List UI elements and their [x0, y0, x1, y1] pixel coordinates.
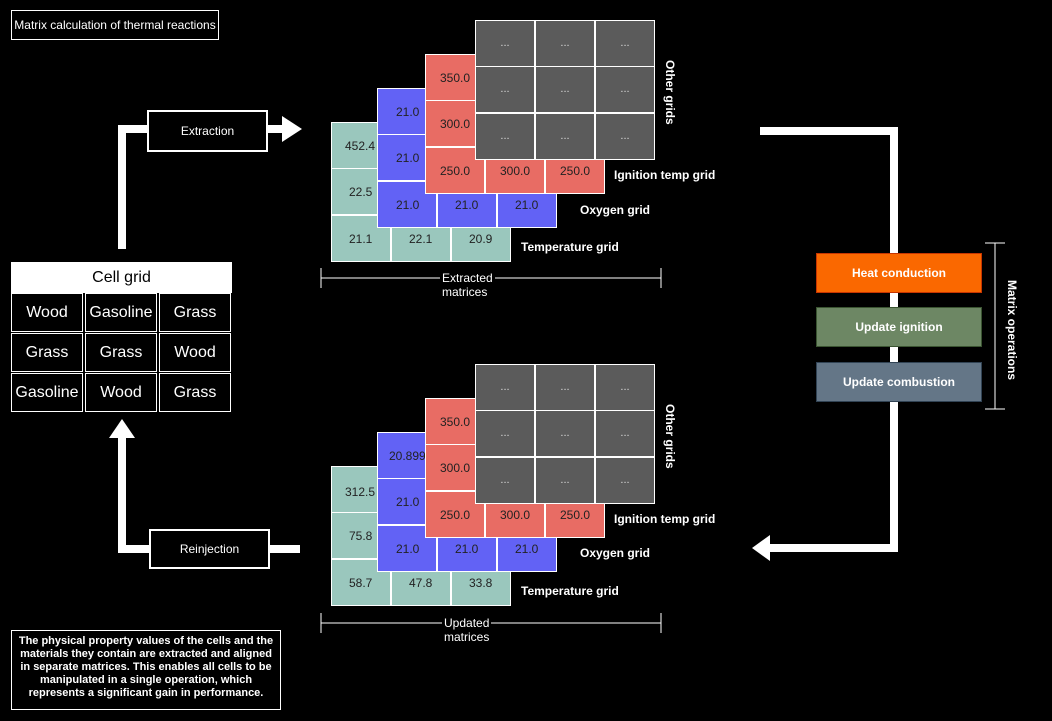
matrix-cell: ... [595, 457, 655, 504]
cell-grid-cell: Grass [159, 293, 231, 332]
oxygen-grid-label: Oxygen grid [580, 546, 651, 560]
cell-grid-cell: Grass [11, 333, 83, 372]
cell-grid-cell: Grass [85, 333, 157, 372]
updated-caption: Updated matrices [442, 616, 492, 644]
matrix-cell: ... [595, 20, 655, 67]
matrix-cell: ... [475, 410, 535, 457]
cell-grid-cell: Gasoline [11, 373, 83, 412]
performance-note: The physical property values of the cell… [11, 630, 281, 710]
extraction-arrowhead [282, 116, 302, 142]
reinjection-arrowhead [109, 419, 135, 438]
matrix-operations-label: Matrix operations [1005, 280, 1019, 381]
operations-arrowhead [752, 535, 770, 561]
other-grids-label: Other grids [663, 404, 677, 469]
diagram-title: Matrix calculation of thermal reactions [11, 10, 219, 40]
matrix-cell: 21.0 [377, 525, 437, 572]
matrix-cell: ... [595, 410, 655, 457]
matrix-cell: ... [535, 364, 595, 411]
matrix-cell: ... [595, 364, 655, 411]
matrix-cell: ... [475, 66, 535, 113]
cell-grid-cell: Wood [11, 293, 83, 332]
matrix-cell: ... [595, 113, 655, 160]
ignition-grid-label: Ignition temp grid [614, 168, 716, 182]
matrix-cell: 21.0 [377, 181, 437, 228]
matrix-cell: ... [535, 20, 595, 67]
cell-grid-header: Cell grid [11, 262, 232, 293]
extraction-label: Extraction [147, 110, 268, 152]
other-grids-label: Other grids [663, 60, 677, 125]
matrix-cell: ... [535, 410, 595, 457]
cell-grid-cell: Gasoline [85, 293, 157, 332]
ignition-grid-label: Ignition temp grid [614, 512, 716, 526]
matrix-cell: ... [595, 66, 655, 113]
matrix-cell: ... [535, 113, 595, 160]
matrix-cell: ... [475, 20, 535, 67]
cell-grid: Cell grid Wood Gasoline Grass Grass Gras… [11, 262, 232, 413]
oxygen-grid-label: Oxygen grid [580, 203, 651, 217]
cell-grid-cell: Wood [159, 333, 231, 372]
temperature-grid-label: Temperature grid [521, 240, 619, 254]
heat-conduction-op: Heat conduction [816, 253, 982, 293]
matrix-cell: ... [535, 457, 595, 504]
cell-grid-cell: Wood [85, 373, 157, 412]
extracted-caption: Extracted matrices [440, 271, 495, 299]
update-combustion-op: Update combustion [816, 362, 982, 402]
matrix-cell: ... [475, 113, 535, 160]
matrix-cell: ... [475, 457, 535, 504]
cell-grid-cell: Grass [159, 373, 231, 412]
temperature-grid-label: Temperature grid [521, 584, 619, 598]
matrix-cell: ... [475, 364, 535, 411]
reinjection-label: Reinjection [149, 529, 270, 569]
update-ignition-op: Update ignition [816, 307, 982, 347]
matrix-cell: ... [535, 66, 595, 113]
